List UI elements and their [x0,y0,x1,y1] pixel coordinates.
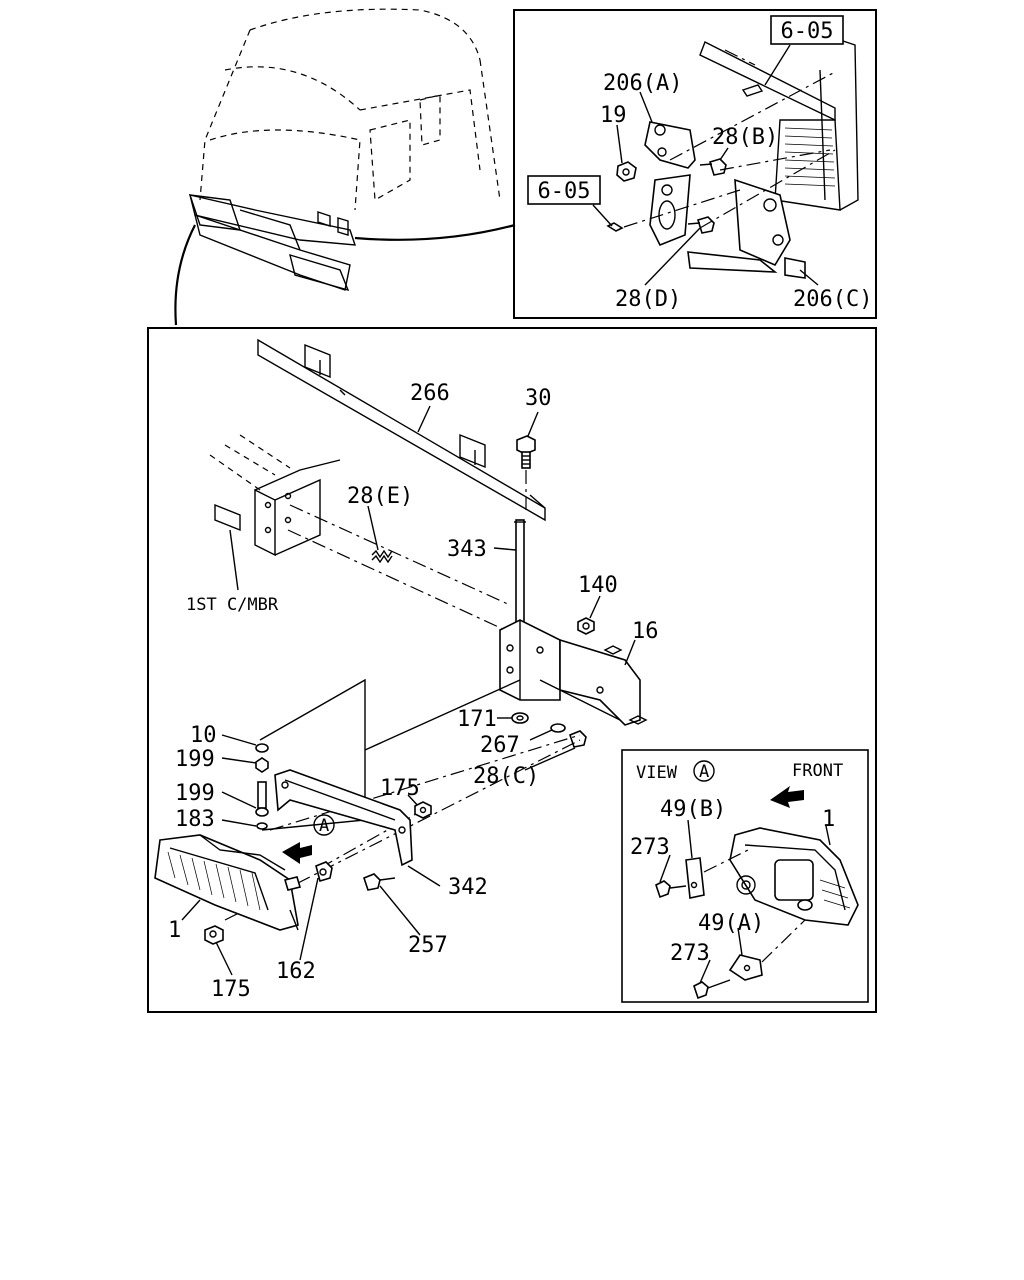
frame-rail-266 [257,338,546,522]
part-label-206a: 206(A) [603,71,682,96]
part-label-171: 171 [457,707,497,732]
part-label-267: 267 [480,733,520,758]
fog-lamp-assembly [154,834,302,931]
part-label-28b: 28(B) [712,125,778,150]
part-label-1-view: 1 [822,807,835,832]
bolt-257 [363,873,396,891]
arrow-left-icon [282,842,312,864]
ref-label-left: 6-05 [538,179,591,204]
part-label-1st-cmbr: 1ST C/MBR [186,595,279,615]
part-label-273-upper: 273 [630,835,670,860]
part-label-343: 343 [447,537,487,562]
washer-171 [511,712,529,724]
part-label-19: 19 [600,103,627,128]
part-label-175-upper: 175 [380,776,420,801]
bracket-206c [687,178,806,279]
spring-28e [371,549,393,564]
part-label-10: 10 [190,723,217,748]
part-label-28d: 28(D) [615,287,681,312]
part-label-162: 162 [276,959,316,984]
cross-member [209,434,511,631]
fog-lamp-rear-view [729,827,859,926]
bolt-30 [516,435,536,510]
part-label-49a: 49(A) [698,911,764,936]
view-a-marker [282,814,335,864]
inset-leader-lines [592,44,836,286]
part-label-199-upper: 199 [175,747,215,772]
bolt-28c [569,730,587,748]
grommet-162 [315,861,333,883]
part-label-342: 342 [448,875,488,900]
nut-140 [577,617,595,635]
view-title: VIEW [636,763,678,783]
part-label-30: 30 [525,386,552,411]
part-label-49b: 49(B) [660,797,726,822]
bracket-49b [685,857,705,899]
part-label-175-lower: 175 [211,977,251,1002]
inset-grille-panel [699,39,859,211]
detail-inset-frame [513,9,877,319]
view-marker-label: A [319,816,329,836]
view-title-circle [693,760,715,782]
ref-label-top: 6-05 [781,19,834,44]
leader-curve-cab-to-main [174,224,196,326]
main-assembly-frame [147,327,877,1013]
part-label-199-lower: 199 [175,781,215,806]
part-label-28e: 28(E) [347,484,413,509]
small-fasteners-left [255,743,269,830]
rod-343 [514,519,526,631]
view-leader-lines [659,819,831,984]
ref-box-top [770,15,844,45]
ref-box-left [527,175,601,205]
front-label: FRONT [792,761,843,781]
part-label-257: 257 [408,933,448,958]
part-label-206c: 206(C) [793,287,872,312]
washer-267 [550,723,566,733]
truck-cab-illustration [188,8,501,292]
part-label-1: 1 [168,918,181,943]
part-label-183: 183 [175,807,215,832]
inset-fasteners [606,84,764,234]
part-label-273-lower: 273 [670,941,710,966]
view-title-letter: A [699,762,709,782]
nut-175-lower [204,925,224,945]
bracket-49a [728,954,763,981]
part-label-140: 140 [578,573,618,598]
front-direction-arrow-icon [770,786,804,808]
part-label-16: 16 [632,619,659,644]
bracket-206a [644,121,696,247]
nut-175-upper [414,801,432,819]
part-label-28c: 28(C) [473,764,539,789]
screw-273-upper [655,880,687,899]
leader-curve-cab-to-inset [354,223,516,241]
bracket-16 [499,619,648,726]
part-label-266: 266 [410,381,450,406]
bracket-342 [274,769,413,867]
